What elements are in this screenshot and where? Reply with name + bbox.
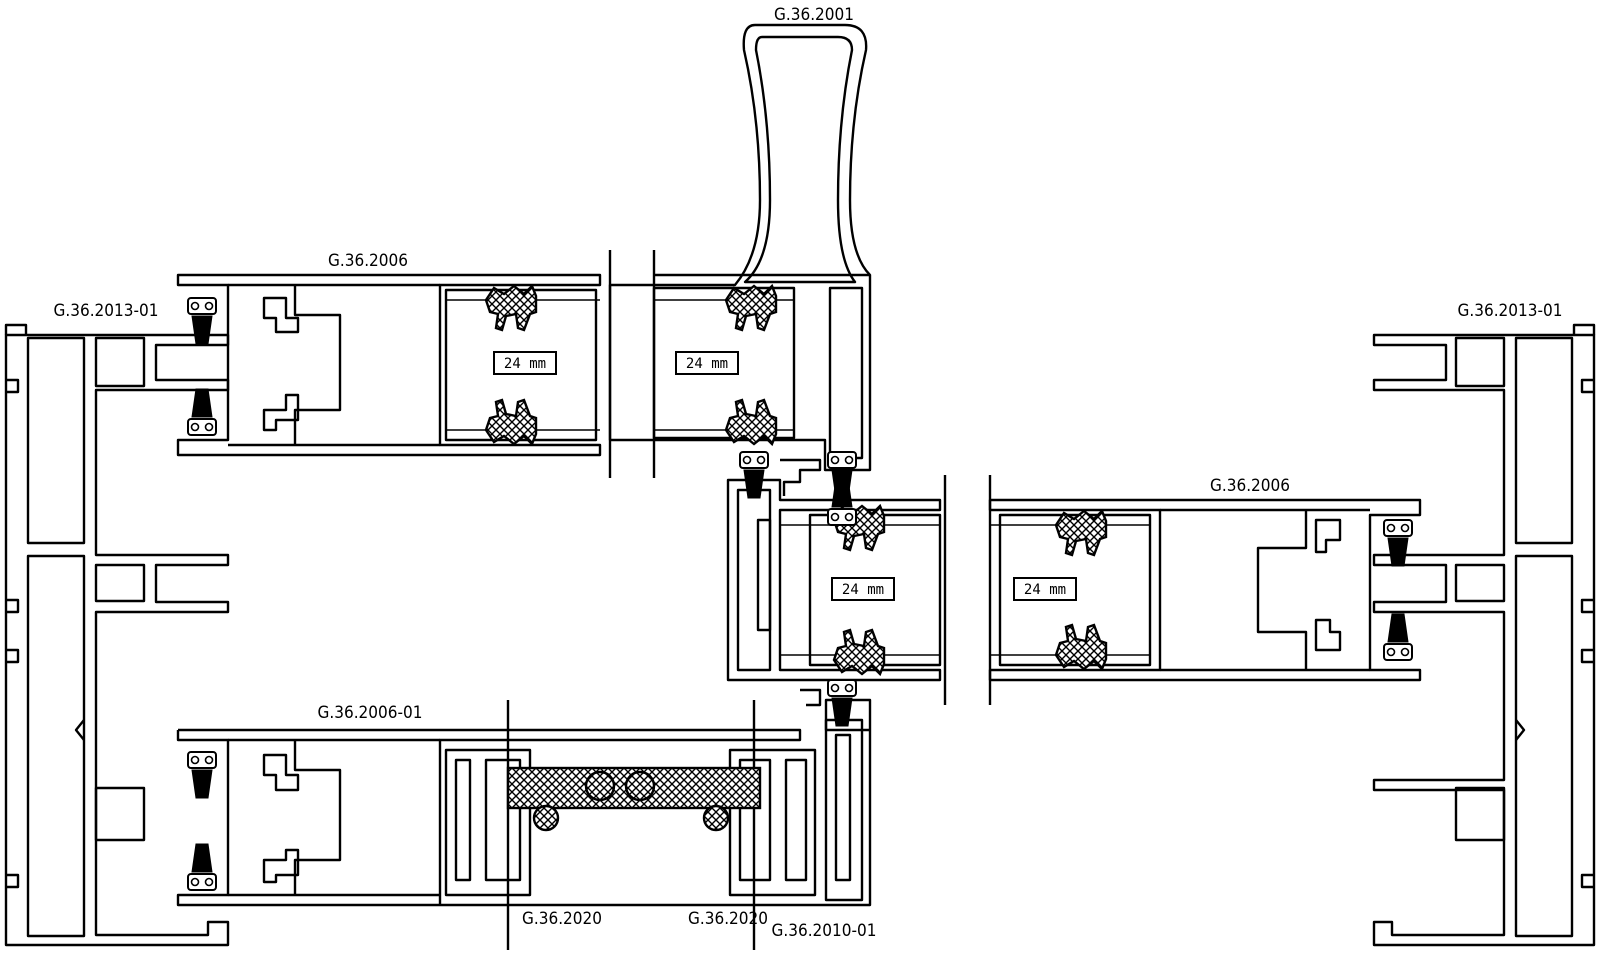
bottom-sash (176, 698, 872, 950)
glazing-dimension-labels: 24 mm 24 mm 24 mm 24 mm (504, 356, 1066, 598)
dim-top-right: 24 mm (686, 356, 728, 372)
label-adapter-left: G.36.2020 (522, 909, 602, 929)
right-frame-profile (1372, 323, 1596, 947)
label-sash-top: G.36.2006 (328, 251, 408, 271)
label-adapter-right: G.36.2020 (688, 909, 768, 929)
dim-top-left: 24 mm (504, 356, 546, 372)
label-sash-right: G.36.2006 (1210, 476, 1290, 496)
left-frame-profile (4, 323, 230, 947)
right-sash (988, 475, 1422, 705)
label-frame-right: G.36.2013-01 (1458, 301, 1563, 321)
label-interlock: G.36.2010-01 (772, 921, 877, 941)
label-frame-left: G.36.2013-01 (54, 301, 159, 321)
label-handle-top: G.36.2001 (774, 5, 854, 25)
dim-middle-right: 24 mm (1024, 582, 1066, 598)
top-left-sash (176, 250, 612, 478)
part-labels: G.36.2001 G.36.2006 G.36.2013-01 G.36.20… (54, 5, 1563, 941)
label-sash-bottom: G.36.2006-01 (318, 703, 423, 723)
dim-middle-left: 24 mm (842, 582, 884, 598)
handle-and-meeting-sash (608, 23, 872, 499)
middle-sash (726, 475, 947, 727)
